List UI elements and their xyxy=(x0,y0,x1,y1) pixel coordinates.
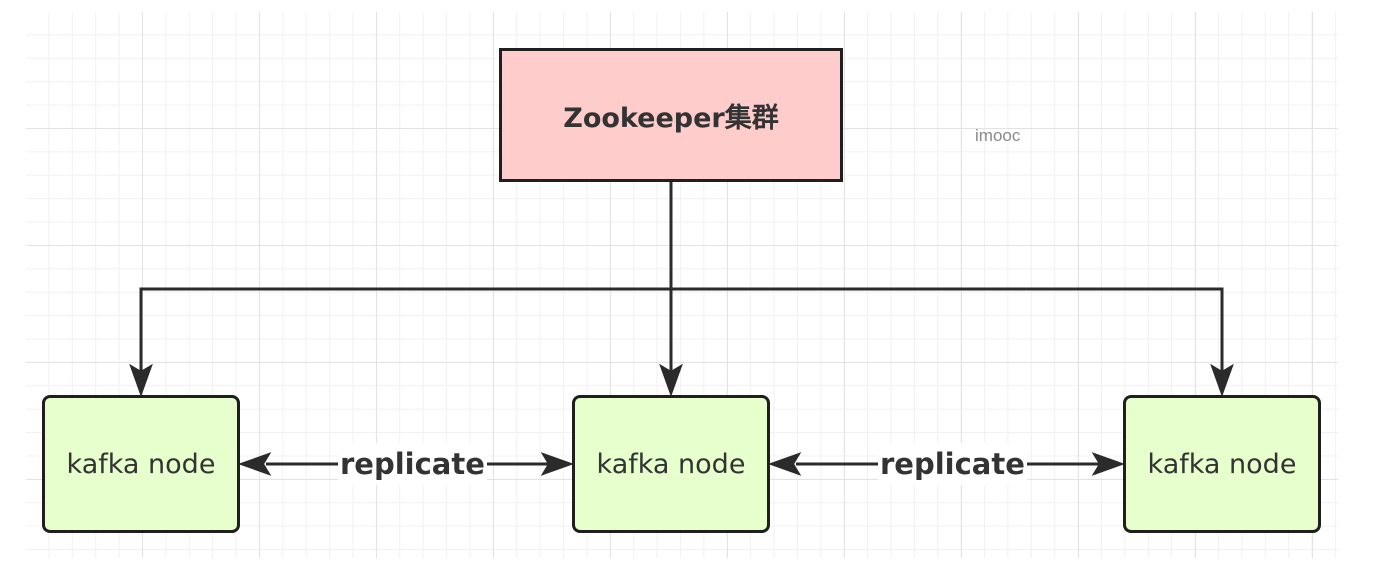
kafka-node-label: kafka node xyxy=(596,448,746,480)
kafka-node-label: kafka node xyxy=(1147,448,1297,480)
zookeeper-cluster-box[interactable]: Zookeeper集群 xyxy=(499,48,843,182)
replicate-label-right: replicate xyxy=(878,443,1027,485)
arrowhead-down-right xyxy=(1210,363,1234,397)
kafka-node-box-1[interactable]: kafka node xyxy=(42,395,240,533)
arrowhead-down-left xyxy=(129,363,153,397)
arrowhead-right-node2 xyxy=(540,452,574,476)
arrowhead-right-node3 xyxy=(1091,452,1125,476)
arrowhead-down-middle xyxy=(659,363,683,397)
kafka-node-box-3[interactable]: kafka node xyxy=(1123,395,1321,533)
zookeeper-to-right-connector xyxy=(671,287,1224,372)
watermark-text: imooc xyxy=(975,126,1021,145)
zookeeper-to-left-connector xyxy=(139,287,671,372)
kafka-node-box-2[interactable]: kafka node xyxy=(572,395,770,533)
arrowhead-left-node1 xyxy=(238,452,272,476)
arrowhead-left-node2 xyxy=(768,452,802,476)
zookeeper-cluster-label: Zookeeper集群 xyxy=(563,102,779,134)
replicate-label-left: replicate xyxy=(338,443,487,485)
kafka-node-label: kafka node xyxy=(66,448,216,480)
